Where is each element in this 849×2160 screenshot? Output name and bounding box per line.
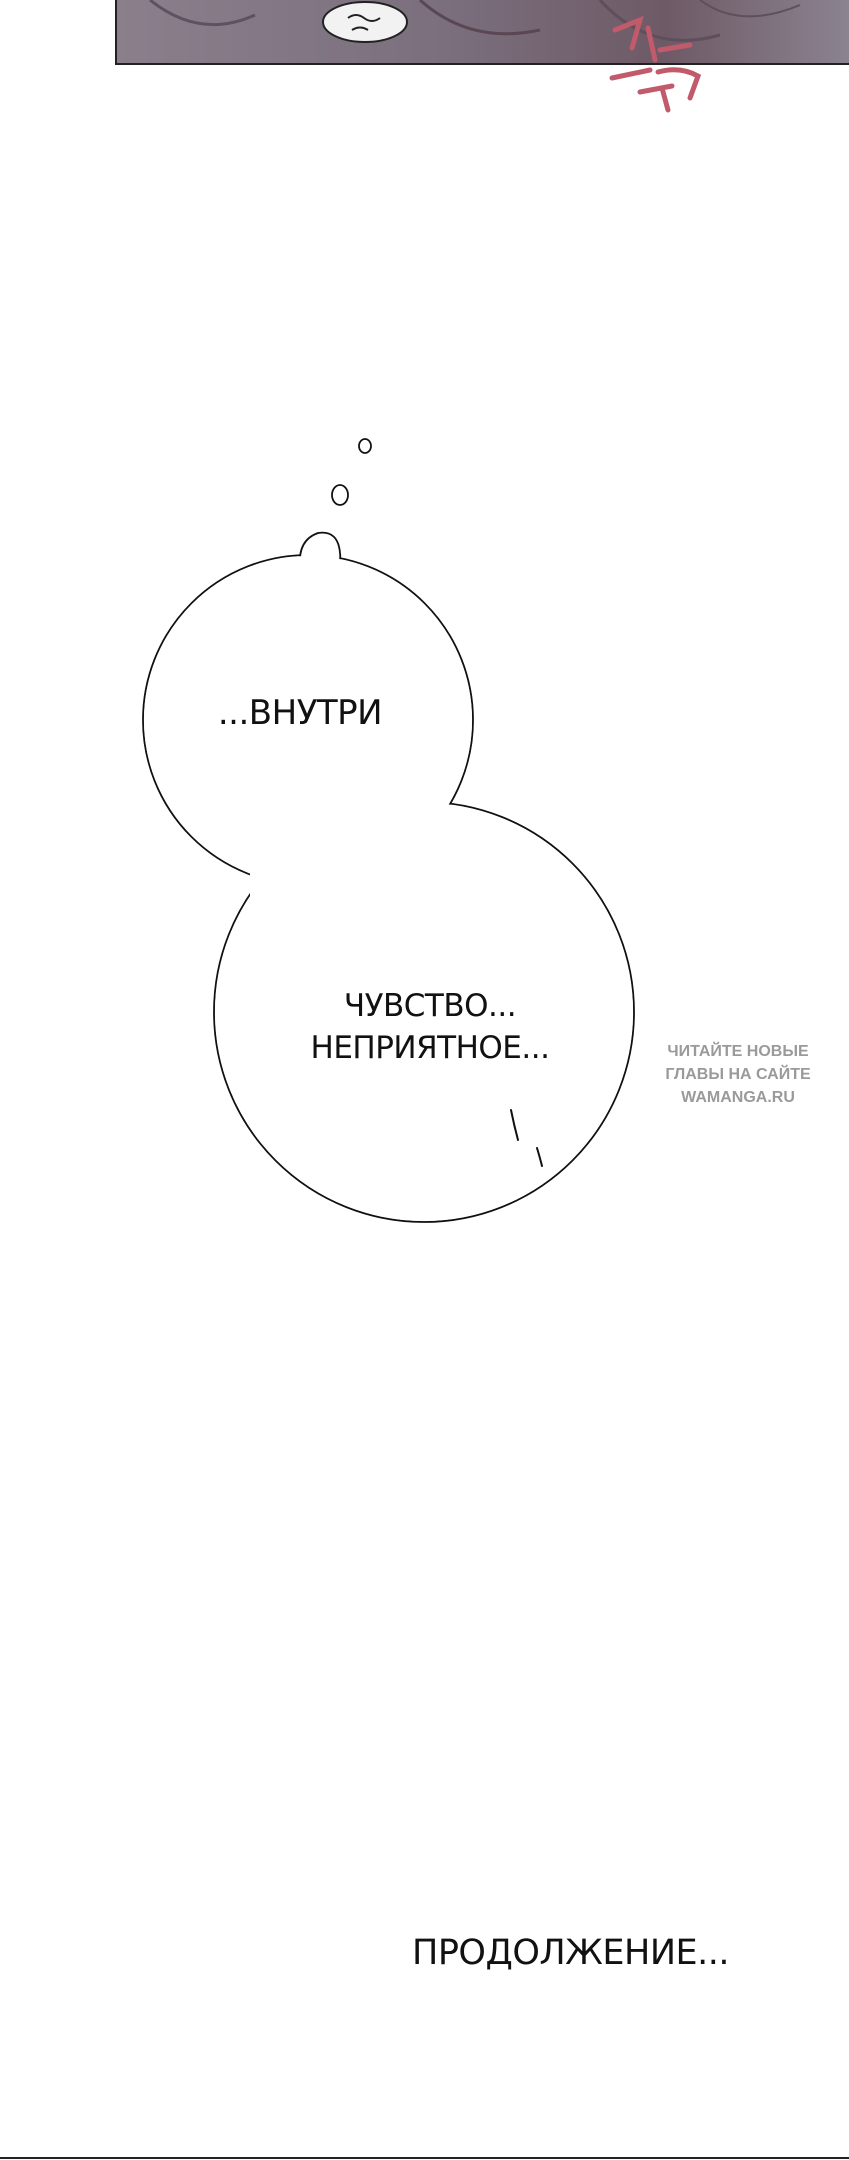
sweat-marks [510,1109,543,1167]
bubble-text-line-1: ЧУВСТВО... [343,988,517,1024]
thought-bubble [142,438,635,1223]
small-speech-bubble [322,1,408,43]
thought-dot-small [358,438,372,454]
watermark-line-1: ЧИТАЙТЕ НОВЫЕ [667,1043,809,1060]
watermark-line-2: ГЛАВЫ НА САЙТЕ [665,1066,811,1083]
continue-caption: ПРОДОЛЖЕНИЕ... [412,1933,730,1973]
bubble-text-feeling: ЧУВСТВО... НЕПРИЯТНОЕ... [270,985,590,1069]
watermark-line-3: WAMANGA.RU [681,1089,795,1106]
top-panel [115,0,849,65]
sound-effect [609,15,702,113]
bubble-text-inside: ...ВНУТРИ [217,693,383,733]
thought-dot-medium [331,484,349,506]
bubble-text-line-2: НЕПРИЯТНОЕ... [310,1030,550,1066]
watermark: ЧИТАЙТЕ НОВЫЕ ГЛАВЫ НА САЙТЕ WAMANGA.RU [648,1040,828,1109]
